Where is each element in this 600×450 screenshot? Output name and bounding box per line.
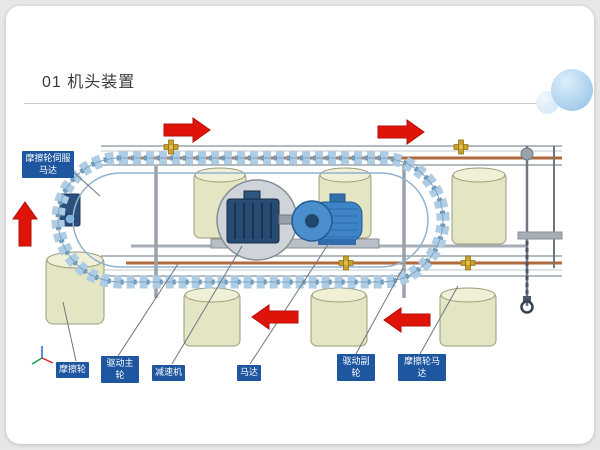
roller-cylinder — [451, 167, 507, 245]
machinery-diagram — [12, 117, 563, 365]
inner-guide-rail — [72, 172, 429, 268]
slide: 01 机头装置 — [6, 6, 594, 444]
hook — [520, 300, 534, 314]
label-motor: 马达 — [237, 365, 262, 381]
label-leader-lines — [62, 168, 459, 365]
label-drive-sub-wheel: 驱动副轮 — [337, 354, 375, 382]
flow-arrows — [12, 117, 431, 333]
title-divider — [24, 103, 576, 104]
roller-cylinder — [439, 287, 497, 347]
reducer-gearbox — [226, 190, 280, 244]
coordinate-axes-icon — [31, 346, 54, 365]
decorative-circle-large — [551, 69, 593, 111]
label-drive-main-wheel: 驱动主轮 — [101, 356, 139, 384]
drive-machinery — [210, 179, 380, 261]
roller-cylinder — [310, 287, 368, 347]
gold-fitting — [338, 255, 354, 271]
right-hanger-structure — [517, 146, 563, 314]
page-title: 01 机头装置 — [42, 74, 136, 91]
gold-fitting — [460, 255, 476, 271]
drive-motor — [291, 193, 363, 245]
label-friction-wheel-motor: 摩擦轮马达 — [398, 354, 446, 382]
flow-arrow-bottom-right-left — [383, 307, 431, 333]
conveyor-chain-track — [51, 151, 450, 289]
label-reducer: 减速机 — [152, 365, 186, 381]
gold-fitting — [163, 139, 179, 155]
label-friction-wheel: 摩擦轮 — [56, 362, 90, 378]
roller-cylinder — [183, 287, 241, 347]
bottom-rails — [101, 255, 562, 277]
label-friction-wheel-servo-motor: 摩擦轮伺服马达 — [22, 151, 74, 179]
flow-arrow-top-right-right — [377, 119, 425, 145]
pipe-fittings — [163, 139, 476, 271]
flow-arrow-left-up — [12, 201, 38, 247]
gold-fitting — [453, 139, 469, 155]
machine-base — [210, 238, 380, 249]
flow-arrow-bottom-middle-left — [251, 304, 299, 330]
flow-arrow-top-left-right — [163, 117, 211, 143]
